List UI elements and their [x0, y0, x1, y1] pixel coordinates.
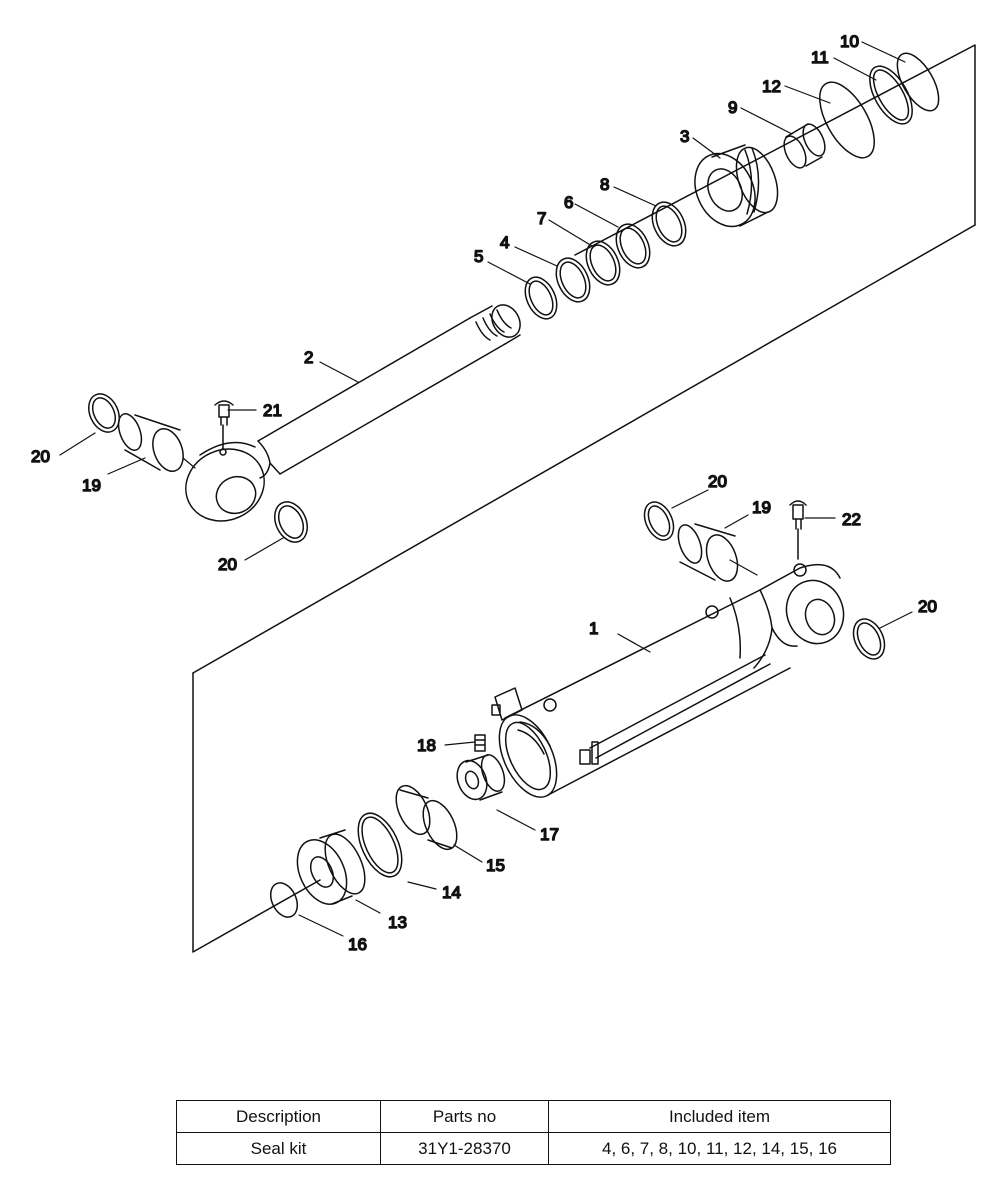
bushing-19-upper — [117, 413, 184, 472]
callout-5: 5 — [474, 247, 483, 266]
callout-3: 3 — [680, 127, 689, 146]
callout-19-lower: 19 — [752, 498, 771, 517]
callout-15: 15 — [486, 856, 505, 875]
hydraulic-pipe — [579, 654, 771, 765]
callout-8: 8 — [600, 175, 609, 194]
table-row: Seal kit 31Y1-28370 4, 6, 7, 8, 10, 11, … — [176, 1132, 891, 1165]
callout-4: 4 — [500, 233, 509, 252]
washer-20-upper-right — [274, 501, 308, 543]
port-fitting — [491, 687, 523, 721]
washer-20-upper-left — [88, 393, 120, 433]
plane-divider-line — [192, 224, 976, 674]
seal-kit-table: Description Parts no Included item Seal … — [176, 1100, 891, 1165]
callout-22: 22 — [842, 510, 861, 529]
washer-20-lower-left-inner — [647, 505, 671, 537]
leader-lines — [59, 41, 913, 937]
table-header-row: Description Parts no Included item — [176, 1100, 891, 1133]
callout-20-lower-left: 20 — [708, 472, 727, 491]
washer-20-lower-left — [643, 501, 675, 541]
callout-21: 21 — [263, 401, 282, 420]
bushing-9 — [783, 123, 826, 169]
rod-eye — [185, 440, 281, 522]
callout-17: 17 — [540, 825, 559, 844]
stop-nut-17 — [456, 754, 506, 801]
header-included-item: Included item — [548, 1100, 891, 1133]
callout-6: 6 — [564, 193, 573, 212]
header-description: Description — [176, 1100, 381, 1133]
backup-ring-11-inner — [872, 69, 910, 121]
grease-nipple-22 — [789, 500, 807, 560]
o-ring-12 — [819, 81, 875, 159]
rod-cover-3 — [694, 144, 779, 228]
ring-10 — [896, 52, 940, 112]
backup-ring-11 — [869, 65, 913, 125]
set-screw-18 — [474, 734, 486, 752]
washer-20-upper-right-inner — [277, 505, 305, 539]
callout-13: 13 — [388, 913, 407, 932]
callout-1: 1 — [589, 619, 598, 638]
header-parts-no: Parts no — [380, 1100, 549, 1133]
seal-rings-row — [524, 201, 687, 320]
lower-plane-frame — [192, 672, 321, 953]
callout-19-upper: 19 — [82, 476, 101, 495]
bushing-19-lower — [677, 523, 739, 582]
callout-18: 18 — [417, 736, 436, 755]
callout-11: 11 — [811, 48, 829, 67]
ring-14 — [357, 812, 403, 878]
washer-20-lower-right — [852, 618, 886, 660]
washer-20-upper-left-inner — [91, 397, 117, 429]
washer-20-lower-right-inner — [856, 622, 882, 656]
callout-16: 16 — [348, 935, 367, 954]
bushing-15 — [395, 784, 458, 851]
callout-9: 9 — [728, 98, 737, 117]
callout-10: 10 — [840, 32, 859, 51]
grease-nipple-21 — [214, 400, 234, 450]
piston-rod — [257, 304, 521, 475]
callout-12: 12 — [762, 77, 781, 96]
callout-20-lower-right: 20 — [918, 597, 937, 616]
cell-included-item: 4, 6, 7, 8, 10, 11, 12, 14, 15, 16 — [548, 1132, 891, 1165]
piston-13 — [296, 829, 366, 905]
cell-parts-no: 31Y1-28370 — [380, 1132, 549, 1165]
o-ring-16 — [269, 882, 299, 918]
cylinder-clevis — [759, 563, 845, 647]
callout-20-upper-right: 20 — [218, 555, 237, 574]
cylinder-tube-1 — [498, 589, 791, 798]
callout-2: 2 — [304, 348, 313, 367]
ring-14-inner — [361, 816, 399, 874]
callout-20-upper-left: 20 — [31, 447, 50, 466]
callout-14: 14 — [442, 883, 461, 902]
exploded-parts-diagram: 1 2 3 4 5 6 7 8 9 10 11 12 13 14 15 16 1… — [30, 31, 976, 955]
cell-description: Seal kit — [176, 1132, 381, 1165]
callout-7: 7 — [537, 209, 546, 228]
